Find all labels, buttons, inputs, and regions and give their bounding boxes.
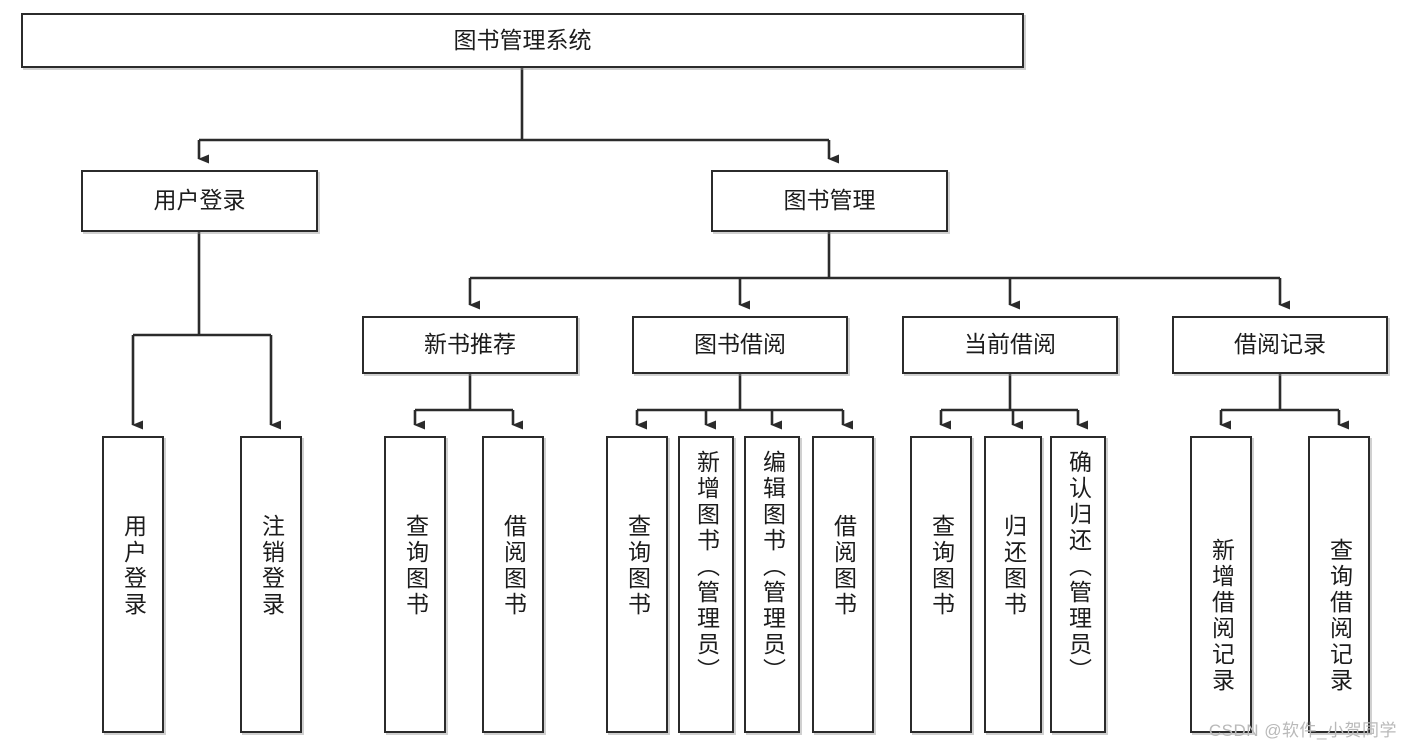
node-root-label: 图书管理系统 — [453, 26, 592, 53]
node-leaf-logout-login-label: 注销登录 — [258, 514, 285, 618]
node-current-borrow[interactable]: 当前借阅 — [902, 316, 1118, 374]
node-new-book-recommend-label: 新书推荐 — [424, 331, 516, 358]
node-leaf-add-borrow-record[interactable]: 新增借阅记录 — [1190, 436, 1252, 733]
node-book-borrow[interactable]: 图书借阅 — [632, 316, 848, 374]
node-root[interactable]: 图书管理系统 — [21, 13, 1024, 68]
node-leaf-return-book[interactable]: 归还图书 — [984, 436, 1042, 733]
node-leaf-edit-book-admin-label: 编辑图书（管理员） — [759, 450, 786, 684]
node-leaf-query-book-3-label: 查询图书 — [928, 514, 955, 618]
node-leaf-return-book-label: 归还图书 — [1000, 514, 1027, 618]
node-current-borrow-label: 当前借阅 — [964, 331, 1056, 358]
node-borrow-record-label: 借阅记录 — [1234, 331, 1326, 358]
node-leaf-query-book-1-label: 查询图书 — [402, 514, 429, 618]
node-leaf-confirm-return-admin[interactable]: 确认归还（管理员） — [1050, 436, 1106, 733]
node-leaf-logout-login[interactable]: 注销登录 — [240, 436, 302, 733]
node-leaf-edit-book-admin[interactable]: 编辑图书（管理员） — [744, 436, 800, 733]
node-leaf-user-login[interactable]: 用户登录 — [102, 436, 164, 733]
node-leaf-borrow-book-1[interactable]: 借阅图书 — [482, 436, 544, 733]
node-borrow-record[interactable]: 借阅记录 — [1172, 316, 1388, 374]
node-user-login-label: 用户登录 — [153, 187, 246, 214]
node-leaf-user-login-label: 用户登录 — [120, 514, 147, 618]
node-book-manage-label: 图书管理 — [783, 187, 876, 214]
node-leaf-query-book-3[interactable]: 查询图书 — [910, 436, 972, 733]
node-leaf-query-borrow-record[interactable]: 查询借阅记录 — [1308, 436, 1370, 733]
node-leaf-confirm-return-admin-label: 确认归还（管理员） — [1065, 450, 1092, 684]
node-leaf-borrow-book-2[interactable]: 借阅图书 — [812, 436, 874, 733]
node-leaf-borrow-book-2-label: 借阅图书 — [830, 514, 857, 618]
node-leaf-add-book-admin-label: 新增图书（管理员） — [693, 450, 720, 684]
node-leaf-borrow-book-1-label: 借阅图书 — [500, 514, 527, 618]
node-leaf-query-book-2-label: 查询图书 — [624, 514, 651, 618]
node-leaf-query-book-2[interactable]: 查询图书 — [606, 436, 668, 733]
node-book-manage[interactable]: 图书管理 — [711, 170, 948, 232]
node-leaf-query-borrow-record-label: 查询借阅记录 — [1326, 538, 1353, 694]
node-leaf-add-borrow-record-label: 新增借阅记录 — [1208, 538, 1235, 694]
node-book-borrow-label: 图书借阅 — [694, 331, 786, 358]
node-user-login[interactable]: 用户登录 — [81, 170, 318, 232]
node-leaf-query-book-1[interactable]: 查询图书 — [384, 436, 446, 733]
node-new-book-recommend[interactable]: 新书推荐 — [362, 316, 578, 374]
node-leaf-add-book-admin[interactable]: 新增图书（管理员） — [678, 436, 734, 733]
